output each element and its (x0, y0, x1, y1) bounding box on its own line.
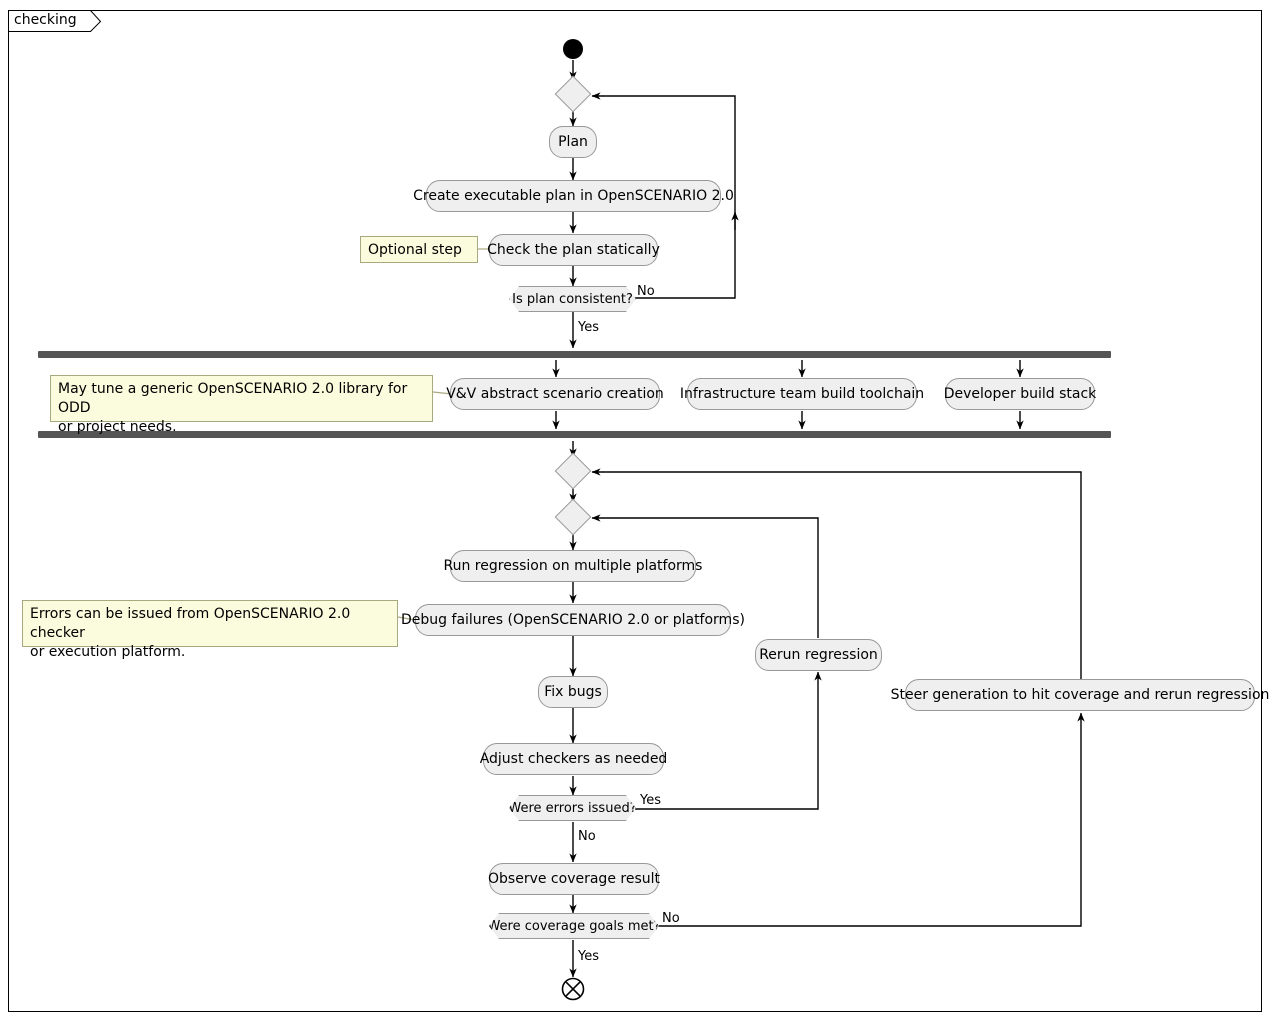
activity-run-regression-label: Run regression on multiple platforms (443, 558, 703, 574)
frame-title-tab: checking (8, 10, 102, 32)
activity-debug-failures-label: Debug failures (OpenSCENARIO 2.0 or plat… (401, 612, 745, 628)
activity-create-executable-plan-label: Create executable plan in OpenSCENARIO 2… (413, 188, 734, 204)
edge-label-goals-met-no: No (662, 911, 680, 926)
activity-developer-build-stack-label: Developer build stack (943, 386, 1097, 402)
activity-fix-bugs-label: Fix bugs (544, 684, 602, 700)
activity-vv-abstract-scenario-creation[interactable]: V&V abstract scenario creation (446, 378, 664, 410)
note-errors-source: Errors can be issued from OpenSCENARIO 2… (22, 600, 398, 660)
activity-infrastructure-team-build-toolchain-label: Infrastructure team build toolchain (679, 386, 925, 402)
edge-label-errors-issued-no: No (578, 829, 596, 844)
join-bar (38, 431, 1111, 438)
activity-steer-generation[interactable]: Steer generation to hit coverage and rer… (891, 679, 1269, 711)
activity-rerun-regression-label: Rerun regression (759, 647, 878, 663)
note-optional-step: Optional step (360, 236, 478, 263)
activity-observe-coverage-result[interactable]: Observe coverage result (488, 863, 660, 895)
edge-label-plan-consistent-yes: Yes (578, 320, 599, 335)
decision-were-errors-issued-label: Were errors issued? (508, 800, 637, 816)
edge-label-plan-consistent-no: No (637, 284, 655, 299)
note-errors-source-line-2: or execution platform. (30, 644, 186, 660)
activity-steer-generation-label: Steer generation to hit coverage and rer… (890, 687, 1270, 703)
activity-adjust-checkers-label: Adjust checkers as needed (479, 751, 668, 767)
activity-adjust-checkers[interactable]: Adjust checkers as needed (480, 743, 667, 775)
decision-is-plan-consistent-label: Is plan consistent? (512, 291, 633, 307)
activity-plan-label: Plan (558, 134, 588, 150)
note-optional-step-line-1: Optional step (368, 242, 462, 258)
note-tune-library-line-1: May tune a generic OpenSCENARIO 2.0 libr… (58, 381, 408, 416)
activity-infrastructure-team-build-toolchain[interactable]: Infrastructure team build toolchain (680, 378, 924, 410)
activity-check-plan-statically-label: Check the plan statically (487, 242, 660, 258)
activity-vv-abstract-scenario-creation-label: V&V abstract scenario creation (446, 386, 664, 402)
activity-run-regression[interactable]: Run regression on multiple platforms (444, 550, 702, 582)
decision-were-coverage-goals-met[interactable]: Were coverage goals met? (489, 913, 659, 939)
activity-rerun-regression[interactable]: Rerun regression (755, 639, 882, 671)
edge-label-goals-met-yes: Yes (578, 949, 599, 964)
frame-title-tab-shape (8, 10, 102, 32)
decision-were-errors-issued[interactable]: Were errors issued? (509, 795, 636, 821)
frame-title-label: checking (14, 12, 77, 28)
edge-label-errors-issued-yes: Yes (640, 793, 661, 808)
activity-fix-bugs[interactable]: Fix bugs (538, 676, 608, 708)
decision-is-plan-consistent[interactable]: Is plan consistent? (509, 286, 636, 312)
activity-check-plan-statically[interactable]: Check the plan statically (487, 234, 660, 266)
note-tune-library: May tune a generic OpenSCENARIO 2.0 libr… (50, 375, 433, 435)
decision-were-coverage-goals-met-label: Were coverage goals met? (487, 918, 661, 934)
fork-bar (38, 351, 1111, 358)
diagram-frame (8, 10, 1262, 1012)
note-errors-source-line-1: Errors can be issued from OpenSCENARIO 2… (30, 606, 351, 641)
activity-create-executable-plan[interactable]: Create executable plan in OpenSCENARIO 2… (413, 180, 734, 212)
note-tune-library-line-2: or project needs. (58, 419, 177, 435)
activity-developer-build-stack[interactable]: Developer build stack (943, 378, 1097, 410)
activity-debug-failures[interactable]: Debug failures (OpenSCENARIO 2.0 or plat… (401, 604, 745, 636)
activity-plan[interactable]: Plan (549, 126, 597, 158)
initial-node[interactable] (563, 39, 583, 59)
activity-observe-coverage-result-label: Observe coverage result (488, 871, 660, 887)
